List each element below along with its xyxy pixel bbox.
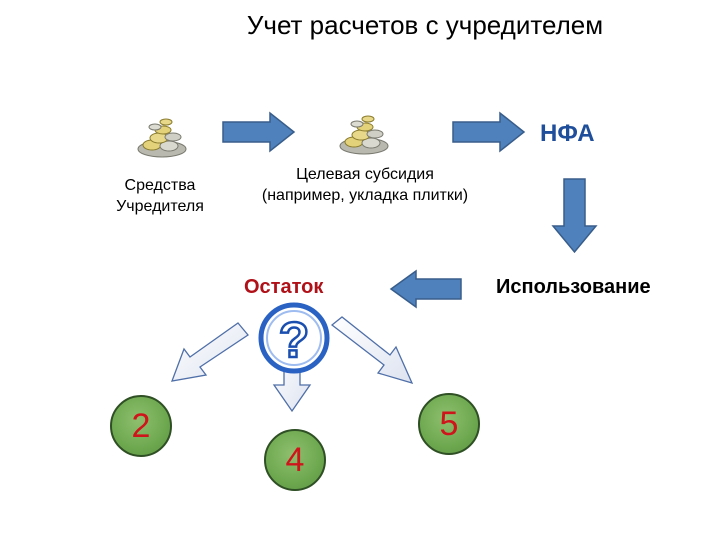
subsidy-label-line1: Целевая субсидия [296,166,434,183]
outcome-circle: 5 [418,393,480,455]
question-mark-glyph: ? [279,312,310,368]
question-mark-icon: ? [258,302,330,374]
arrow-right-icon [222,111,296,153]
arrow-down-left-icon [170,322,249,382]
remainder-label: Остаток [244,276,324,298]
subsidy-label: Целевая субсидия (например, укладка плит… [240,164,490,206]
arrow-down-right-icon [330,316,414,385]
arrow-left-icon [389,269,462,309]
founder-funds-label: Средства Учредителя [116,177,204,215]
outcome-circle: 2 [110,395,172,457]
coins-pile-icon [339,115,389,155]
usage-label: Использование [496,276,651,298]
branch-arrows [170,316,414,413]
outcome-circle: 4 [264,429,326,491]
arrow-right-icon [452,111,526,153]
coins-pile-icon [137,118,187,158]
page-title: Учет расчетов с учредителем [246,10,604,40]
subsidy-label-line2: (например, укладка плитки) [261,187,469,204]
arrow-down-icon [551,178,598,254]
nfa-label: НФА [540,120,595,147]
